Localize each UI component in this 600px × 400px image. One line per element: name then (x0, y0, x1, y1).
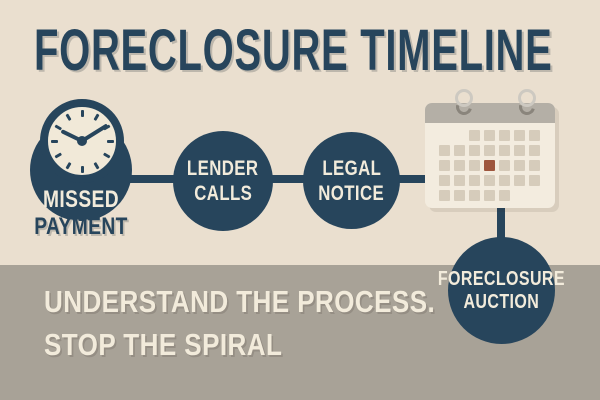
calendar-day (469, 145, 480, 156)
calendar-body (425, 103, 555, 208)
calendar-day (484, 145, 495, 156)
calendar-connector-line (497, 195, 505, 242)
calendar-day (469, 130, 480, 141)
calendar-day (514, 175, 525, 186)
timeline-node-legal-notice: LEGAL NOTICE (303, 132, 400, 229)
binder-ring-icon (455, 89, 473, 107)
binder-ring-icon (518, 89, 536, 107)
calendar-day (514, 145, 525, 156)
step-label-line: NOTICE (318, 181, 385, 205)
calendar-day (499, 130, 510, 141)
step-label-line: PAYMENT (34, 213, 128, 240)
calendar-day (469, 160, 480, 171)
calendar-day (469, 175, 480, 186)
clock-icon (40, 99, 124, 183)
footer-tagline-line: STOP THE SPIRAL (44, 327, 283, 362)
footer-tagline-line: UNDERSTAND THE PROCESS. (44, 284, 436, 319)
step-label-line: MISSED (42, 186, 119, 213)
step-label-line: AUCTION (463, 290, 540, 313)
step-label-line: CALLS (194, 182, 252, 205)
missed-payment-label: MISSED PAYMENT (0, 186, 181, 240)
calendar-day (499, 160, 510, 171)
calendar-day (529, 160, 540, 171)
clock-tick (80, 165, 84, 173)
calendar-day (439, 160, 450, 171)
timeline-node-lender-calls: LENDER CALLS (173, 131, 273, 231)
calendar-day (454, 145, 465, 156)
calendar-day-highlighted (484, 160, 495, 171)
calendar-icon (425, 89, 555, 209)
calendar-day (499, 190, 510, 201)
calendar-day (529, 175, 540, 186)
calendar-grid (439, 130, 540, 201)
calendar-day (454, 190, 465, 201)
clock-center-dot (77, 136, 87, 146)
calendar-day (454, 175, 465, 186)
step-label-line: FORECLOSURE (437, 267, 566, 290)
footer-tagline: UNDERSTAND THE PROCESS. STOP THE SPIRAL (44, 280, 510, 366)
calendar-header (425, 103, 555, 123)
calendar-day (484, 190, 495, 201)
calendar-day (454, 160, 465, 171)
step-label-line: LENDER (187, 157, 259, 180)
calendar-day (499, 145, 510, 156)
clock-tick (50, 139, 58, 143)
timeline-node-foreclosure-auction: FORECLOSURE AUCTION (438, 237, 565, 344)
calendar-day (439, 190, 450, 201)
calendar-day (439, 175, 450, 186)
step-label-line: LEGAL (322, 156, 381, 180)
calendar-day (469, 190, 480, 201)
page-title: FORECLOSURE TIMELINE (34, 18, 553, 83)
calendar-day (499, 175, 510, 186)
calendar-day (514, 160, 525, 171)
calendar-day (514, 130, 525, 141)
calendar-day (529, 130, 540, 141)
calendar-day (484, 130, 495, 141)
calendar-day (439, 145, 450, 156)
timeline-connector-line (81, 175, 501, 183)
clock-tick (80, 109, 84, 117)
calendar-day (484, 175, 495, 186)
clock-tick (106, 139, 114, 143)
calendar-day (529, 145, 540, 156)
